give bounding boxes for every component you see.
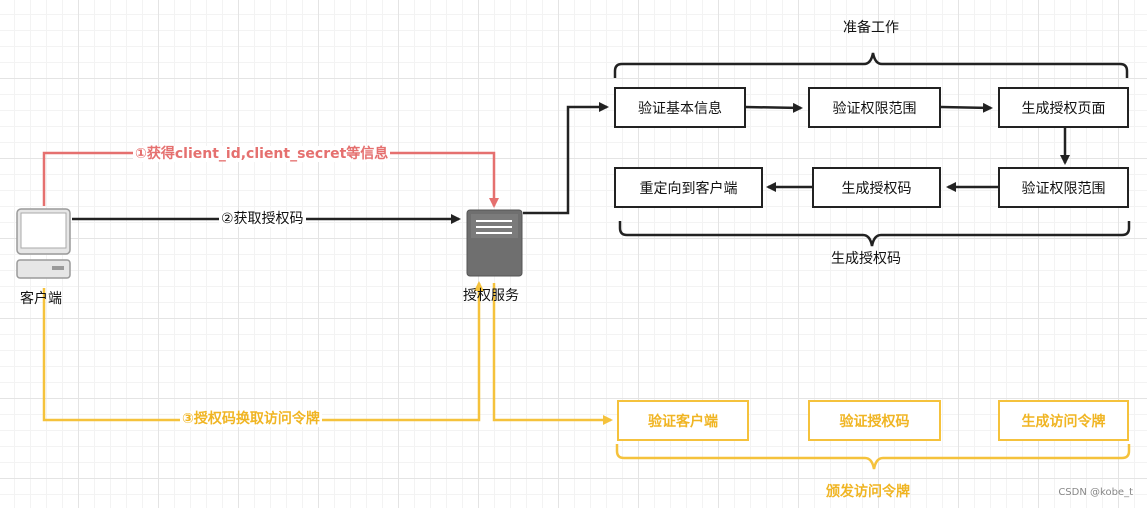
- client-label: 客户端: [20, 291, 62, 307]
- server-label: 授权服务: [463, 288, 519, 304]
- node-redirect-client[interactable]: 重定向到客户端: [614, 167, 763, 208]
- node-label: 生成授权码: [841, 180, 912, 197]
- node-generate-token[interactable]: 生成访问令牌: [998, 400, 1129, 441]
- edge-step3-label: ③授权码换取访问令牌: [180, 411, 322, 427]
- node-verify-basic-info[interactable]: 验证基本信息: [614, 87, 746, 128]
- brace-code: [618, 221, 1131, 247]
- node-label: 生成授权页面: [1021, 100, 1106, 117]
- edge-step2-label: ②获取授权码: [219, 211, 306, 227]
- edge-prep-1: [744, 102, 803, 113]
- node-verify-scope-2[interactable]: 验证权限范围: [998, 167, 1129, 208]
- node-label: 验证权限范围: [1021, 180, 1106, 197]
- node-label: 生成访问令牌: [1021, 413, 1106, 430]
- group-token-label: 颁发访问令牌: [826, 484, 910, 500]
- node-label: 验证客户端: [648, 413, 718, 430]
- edge-step3: [42, 281, 484, 422]
- node-verify-code[interactable]: 验证授权码: [808, 400, 941, 441]
- watermark: CSDN @kobe_t: [1058, 487, 1133, 498]
- node-label: 验证基本信息: [638, 100, 722, 117]
- edge-prep-2: [940, 102, 993, 113]
- node-label: 验证权限范围: [832, 100, 917, 117]
- group-code-label: 生成授权码: [831, 251, 901, 267]
- node-generate-auth-page[interactable]: 生成授权页面: [998, 87, 1129, 128]
- node-verify-scope[interactable]: 验证权限范围: [808, 87, 941, 128]
- edge-server-prep: [523, 102, 609, 215]
- server-icon: [466, 209, 523, 277]
- computer-icon: [16, 208, 71, 279]
- edge-server-token: [492, 283, 613, 425]
- node-label: 验证授权码: [839, 413, 910, 430]
- node-verify-client[interactable]: 验证客户端: [617, 400, 749, 441]
- brace-prep: [613, 52, 1129, 78]
- group-prep-label: 准备工作: [843, 20, 899, 36]
- node-label: 重定向到客户端: [639, 180, 738, 197]
- brace-token: [615, 444, 1131, 470]
- node-generate-code[interactable]: 生成授权码: [812, 167, 941, 208]
- edge-step1-label: ①获得client_id,client_secret等信息: [133, 146, 391, 162]
